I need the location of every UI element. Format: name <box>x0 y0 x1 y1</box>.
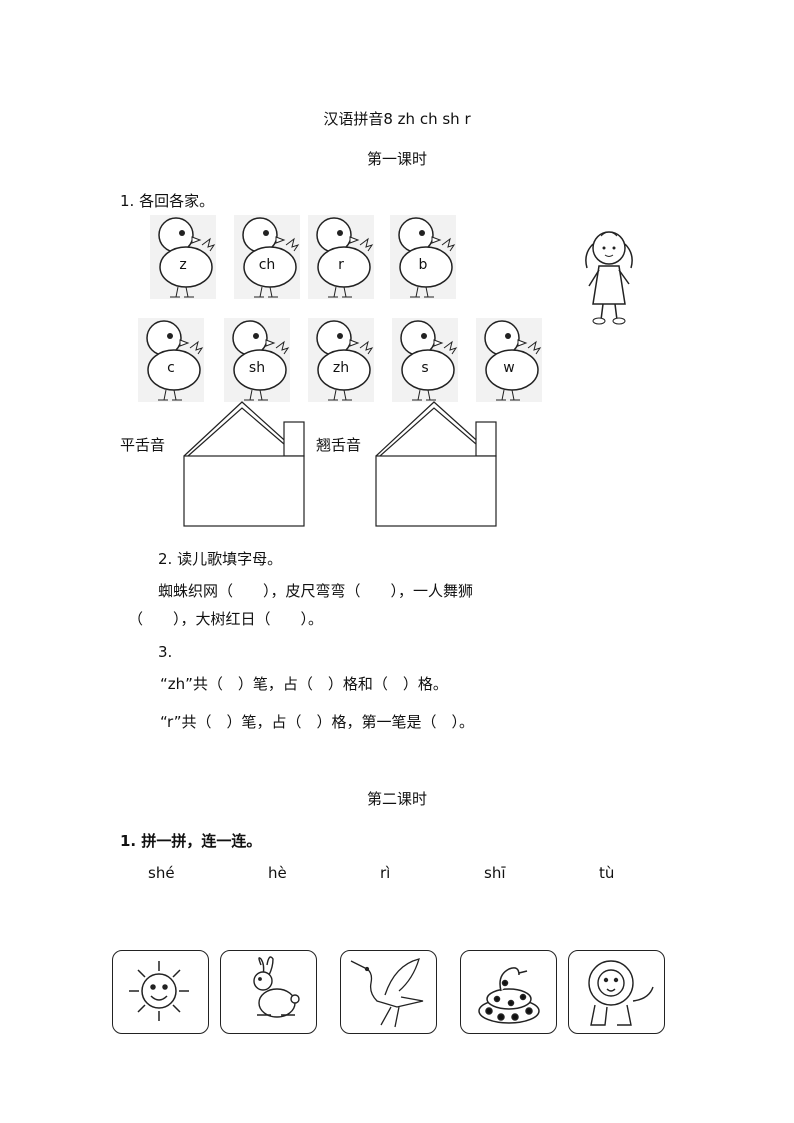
pinyin-label[interactable]: shé <box>148 864 175 882</box>
lesson2-section1-heading: 1. 拼一拼，连一连。 <box>120 832 262 850</box>
picture-box-rabbit[interactable] <box>220 950 317 1034</box>
chick-icon <box>392 318 458 402</box>
sun-icon <box>129 961 189 1021</box>
house-icon[interactable] <box>182 398 306 528</box>
chick-card[interactable]: c <box>138 318 204 402</box>
chick-icon <box>224 318 290 402</box>
snake-icon <box>478 967 540 1024</box>
picture-box-snake[interactable] <box>460 950 557 1034</box>
chick-icon <box>476 318 542 402</box>
lesson-one-heading: 第一课时 <box>366 150 427 168</box>
pinyin-label[interactable]: hè <box>268 864 287 882</box>
page-title: 汉语拼音8 zh ch sh r <box>323 110 471 128</box>
house-icon[interactable] <box>374 398 498 528</box>
flat-tongue-label: 平舌音 <box>120 436 166 454</box>
section3-heading: 3. <box>158 643 173 661</box>
chick-icon <box>390 215 456 299</box>
section2-heading: 2. 读儿歌填字母。 <box>158 550 283 568</box>
lion-icon <box>588 960 654 1026</box>
chick-icon <box>308 318 374 402</box>
pinyin-label[interactable]: shī <box>484 864 506 882</box>
chick-icon <box>308 215 374 299</box>
pinyin-label[interactable]: rì <box>380 864 391 882</box>
chick-letter: w <box>503 360 515 376</box>
chick-card[interactable]: b <box>390 215 456 299</box>
chick-letter: r <box>338 257 344 273</box>
chick-letter: b <box>418 257 428 273</box>
chick-icon <box>150 215 216 299</box>
rhyme-line: （ ），大树红日（ ）。 <box>128 610 324 628</box>
chick-card[interactable]: s <box>392 318 458 402</box>
chick-icon <box>234 215 300 299</box>
rhyme-line: 蜘蛛织网（ ），皮尺弯弯（ ），一人舞狮 <box>158 582 474 600</box>
chick-card[interactable]: r <box>308 215 374 299</box>
chick-card[interactable]: zh <box>308 318 374 402</box>
stroke-question: “r”共（ ）笔，占（ ）格，第一笔是（ ）。 <box>160 713 475 731</box>
picture-box-sun[interactable] <box>112 950 209 1034</box>
section1-heading: 1. 各回各家。 <box>120 192 215 210</box>
girl-icon <box>585 231 633 325</box>
rabbit-icon <box>253 956 300 1018</box>
chick-icon <box>138 318 204 402</box>
chick-letter: s <box>421 360 429 376</box>
chick-card[interactable]: ch <box>234 215 300 299</box>
chick-card[interactable]: sh <box>224 318 290 402</box>
stroke-question: “zh”共（ ）笔，占（ ）格和（ ）格。 <box>160 675 448 693</box>
chick-letter: z <box>179 257 187 273</box>
chick-letter: sh <box>248 360 266 376</box>
chick-card[interactable]: z <box>150 215 216 299</box>
picture-box-crane[interactable] <box>340 950 437 1034</box>
lesson-two-heading: 第二课时 <box>366 790 427 808</box>
chick-letter: zh <box>332 360 350 376</box>
picture-box-lion[interactable] <box>568 950 665 1034</box>
chick-letter: c <box>167 360 175 376</box>
chick-card[interactable]: w <box>476 318 542 402</box>
retroflex-label: 翘舌音 <box>316 436 362 454</box>
chick-letter: ch <box>258 257 276 273</box>
pinyin-label[interactable]: tù <box>599 864 615 882</box>
crane-icon <box>350 958 424 1028</box>
